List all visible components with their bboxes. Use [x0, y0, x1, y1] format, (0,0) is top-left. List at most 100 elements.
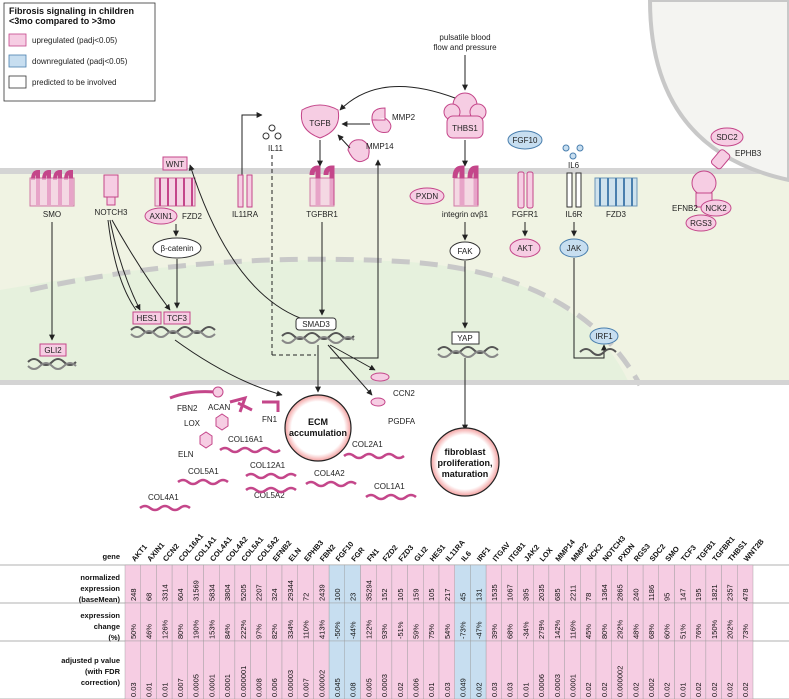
- legend-predicted-swatch: [8, 75, 27, 89]
- thbs1-label: THBS1: [452, 124, 478, 133]
- table-cell-expression: 3804: [223, 584, 232, 601]
- table-cell-expression: 685: [553, 588, 562, 601]
- gene-header: HES1: [428, 542, 447, 563]
- thbs1-node: THBS1: [443, 92, 487, 139]
- lox-shape: [215, 413, 229, 431]
- table-cell-change: 190%: [192, 619, 201, 639]
- col4a1-label: COL4A1: [148, 493, 179, 502]
- table-cell-bg: [737, 640, 754, 699]
- fibroblast-label-1: fibroblast: [444, 447, 485, 457]
- hes1-node: [132, 311, 162, 325]
- pxdn-label: PXDN: [416, 192, 438, 201]
- table-cell-expression: 2211: [568, 585, 577, 601]
- table-cell-expression: 131: [474, 588, 483, 601]
- table-cell-padj: 0.006: [270, 678, 279, 697]
- table-cell-expression: 2357: [725, 584, 734, 601]
- table-cell-change: 126%: [160, 619, 169, 639]
- row-label-expr-2: expression: [80, 584, 120, 593]
- table-cell-padj: 0.02: [694, 682, 703, 697]
- ecm-label-1: ECM: [308, 417, 328, 427]
- il11-dot-2: [262, 132, 270, 140]
- il11ra-label: IL11RA: [232, 210, 259, 219]
- fbn2-shape: [169, 390, 216, 400]
- gene-header: WNT2B: [742, 537, 766, 564]
- table-cell-padj: 0.0001: [568, 674, 577, 697]
- dna-smad3: [281, 332, 355, 340]
- row-label-gene: gene: [102, 552, 120, 561]
- pulsatile-label-2: flow and pressure: [433, 43, 497, 52]
- integrin-label: integrin αvβ1: [442, 210, 489, 219]
- table-cell-padj: 0.01: [145, 682, 154, 697]
- gene-header: SDC2: [648, 542, 668, 563]
- fak-node: [449, 241, 481, 261]
- gli2-node: [39, 343, 67, 357]
- table-cell-expression: 68: [145, 593, 154, 601]
- nck2-node: [700, 199, 732, 217]
- ccn2-label: CCN2: [393, 389, 415, 398]
- tcf3-node: [163, 311, 191, 325]
- table-cell-expression: 2035: [537, 584, 546, 601]
- fgfr1-label: FGFR1: [512, 210, 539, 219]
- il6-dot-1: [562, 144, 570, 152]
- table-cell-change: 68%: [647, 624, 656, 639]
- axin1-node: [144, 207, 178, 225]
- dna-yap-b: [437, 350, 499, 358]
- ephb3-shape: [710, 149, 731, 170]
- bcatenin-label: β-catenin: [160, 244, 193, 253]
- table-cell-padj: 0.0003: [380, 674, 389, 697]
- dna-smad3-b: [281, 336, 355, 344]
- axin1-label: AXIN1: [149, 212, 173, 221]
- table-cell-expression: 105: [396, 588, 405, 601]
- notch3-to-hes1-arrow: [109, 219, 141, 311]
- table-cell-change: 60%: [663, 624, 672, 639]
- neighbor-cell: [647, 0, 789, 183]
- table-cell-expression: 100: [333, 588, 342, 601]
- smad3-to-ccn2-arrow: [329, 344, 376, 371]
- irf1-node: [589, 327, 619, 345]
- col5a1-label: COL5A1: [188, 467, 219, 476]
- table-cell-padj: 0.01: [521, 682, 530, 697]
- rgs3-label: RGS3: [690, 219, 712, 228]
- col5a1-fiber: [177, 478, 229, 486]
- gene-header: IRF1: [475, 545, 492, 563]
- mmp14-arrow: [337, 134, 351, 149]
- table-cell-change: 292%: [616, 619, 625, 639]
- il11-dot-3: [274, 132, 282, 140]
- table-cell-expression: 3314: [160, 584, 169, 601]
- table-cell-padj: 0.0003: [553, 674, 562, 697]
- table-cell-expression: 5834: [207, 584, 216, 601]
- il11ra-receptor: [237, 174, 253, 208]
- table-cell-padj: 0.02: [584, 682, 593, 697]
- dna-hes1-tcf3: [130, 326, 216, 334]
- fgf10-node: [507, 130, 543, 150]
- il11-label: IL11: [268, 144, 284, 153]
- table-cell-padj: 0.01: [427, 682, 436, 697]
- table-cell-padj: 0.049: [459, 678, 468, 697]
- table-cell-expression: 1186: [647, 585, 656, 601]
- pulsatile-label-1: pulsatile blood: [439, 33, 490, 42]
- legend-down-label: downregulated (padj<0.05): [32, 57, 128, 66]
- table-cell-change: 75%: [427, 624, 436, 639]
- table-cell-expression: 5205: [239, 584, 248, 601]
- row-label-expr-3: (baseMean): [79, 595, 121, 604]
- table-cell-expression: 72: [302, 593, 311, 601]
- smo-label: SMO: [43, 210, 61, 219]
- table-cell-padj: 0.007: [176, 678, 185, 697]
- table-cell-expression: 2207: [254, 584, 263, 601]
- legend: Fibrosis signaling in children <3mo comp…: [3, 2, 156, 102]
- table-cell-change: -34%: [521, 621, 530, 639]
- efnb2-label: EFNB2: [672, 204, 698, 213]
- table-cell-change: 110%: [302, 620, 311, 639]
- fzd2-receptor: [154, 177, 196, 207]
- table-cell-change: 46%: [145, 624, 154, 639]
- sdc2-node: [710, 127, 744, 147]
- sdc2-label: SDC2: [716, 133, 738, 142]
- fzd3-label: FZD3: [606, 210, 627, 219]
- table-cell-expression: 159: [411, 588, 420, 601]
- expression-table: gene normalized expression (baseMean) ex…: [0, 532, 789, 699]
- gene-header: FZD2: [381, 543, 400, 563]
- table-cell-change: 51%: [678, 624, 687, 639]
- table-cell-padj: 0.02: [710, 682, 719, 697]
- ecm-label-2: accumulation: [289, 428, 347, 438]
- table-cell-change: 84%: [223, 624, 232, 639]
